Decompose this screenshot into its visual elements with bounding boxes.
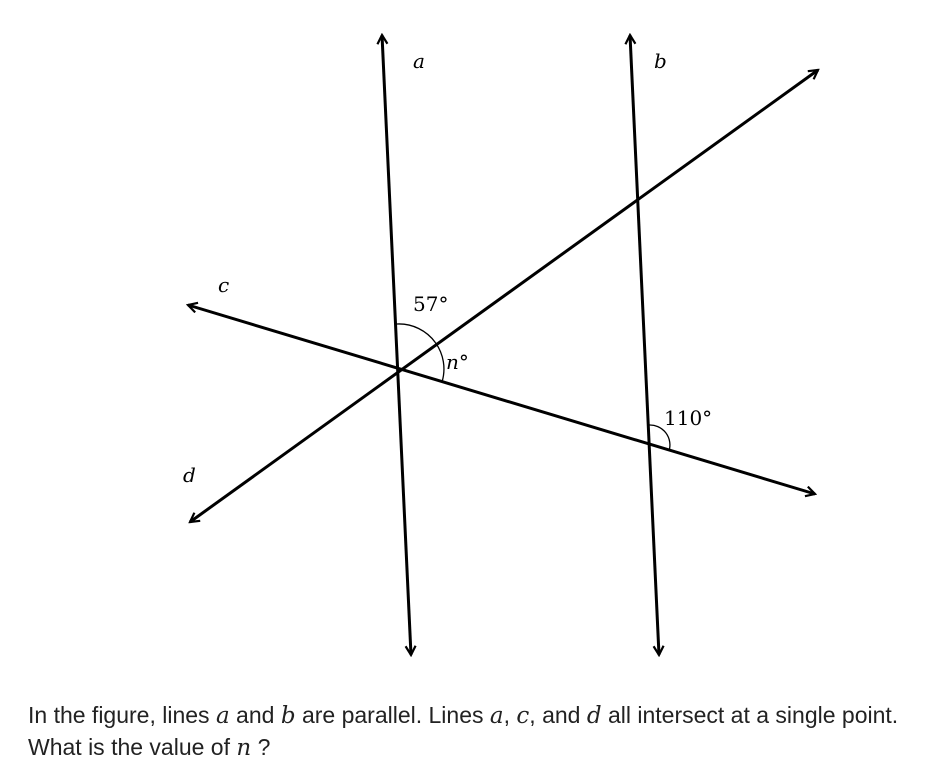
- question-segment: and: [229, 702, 281, 728]
- label-line-c: c: [218, 273, 229, 297]
- angle-arc-110: [648, 424, 671, 452]
- question-segment: , and: [529, 702, 587, 728]
- angle-label-57: 57°: [413, 292, 448, 316]
- label-line-a: a: [413, 49, 425, 73]
- angle-arc-n: [434, 342, 445, 383]
- variable-c: c: [516, 703, 530, 729]
- label-line-d: d: [183, 463, 196, 487]
- variable-b: b: [280, 703, 296, 729]
- label-line-b: b: [654, 49, 667, 73]
- line-c: [188, 305, 815, 494]
- line-b: [630, 35, 659, 655]
- variable-n: n: [236, 735, 252, 761]
- variable-a: a: [489, 703, 504, 729]
- geometry-figure: a b c d 57° n° 110°: [183, 0, 934, 690]
- question-segment: ?: [251, 734, 271, 760]
- variable-d: d: [586, 703, 602, 729]
- question-segment: all intersect at a single point. What is…: [28, 702, 899, 760]
- variable-a: a: [215, 703, 230, 729]
- angle-label-n: n°: [446, 350, 469, 374]
- line-a: [382, 35, 411, 655]
- question-segment: In the figure, lines: [28, 702, 216, 728]
- angle-label-110: 110°: [664, 406, 712, 430]
- line-d: [190, 70, 818, 522]
- question-segment: ,: [503, 702, 517, 728]
- question-text: In the figure, lines a and b are paralle…: [28, 700, 928, 764]
- angle-arc-57: [396, 323, 437, 344]
- question-segment: are parallel. Lines: [295, 702, 490, 728]
